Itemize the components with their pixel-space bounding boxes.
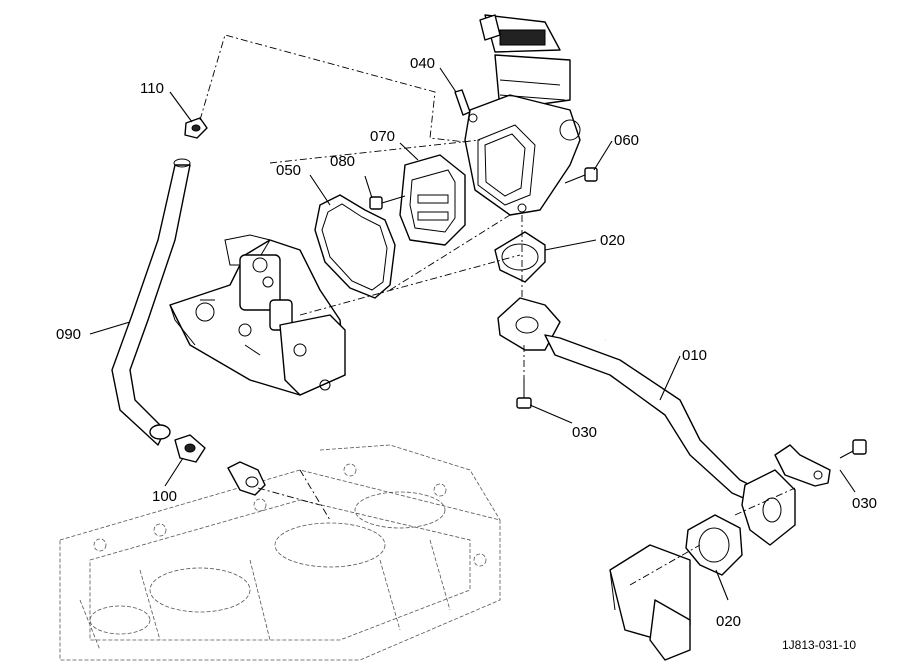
exhaust-manifold [609,544,691,661]
callout-030-center: 030 [572,424,597,441]
callout-100: 100 [152,488,177,505]
callout-060: 060 [614,132,639,149]
egr-pipe-010 [497,297,831,546]
callout-050: 050 [276,162,301,179]
cylinder-head [169,234,346,396]
callout-020-lower: 020 [716,613,741,630]
callout-030-right: 030 [852,495,877,512]
callout-070: 070 [370,128,395,145]
clamp-110 [184,117,208,139]
bolt-030-center [516,378,532,409]
stud-040 [454,89,471,116]
bolt-060 [564,167,598,184]
callout-090: 090 [56,326,81,343]
gasket-020-lower [685,514,743,576]
leader-lines [89,67,856,601]
gasket-020-upper [494,231,546,283]
bolt-030-right [839,439,867,459]
clamp-100 [174,434,206,463]
bolt-080 [369,195,406,210]
adapter-070 [399,154,466,246]
callout-080: 080 [330,153,355,170]
egr-valve [464,14,581,216]
callout-labels: 110 040 070 080 050 060 020 010 030 030 … [56,55,877,652]
callout-020-upper: 020 [600,232,625,249]
gasket-050 [314,194,396,299]
callout-040: 040 [410,55,435,72]
engine-block-outline [59,444,501,661]
assembly-lines [199,34,796,586]
callout-110: 110 [140,80,164,97]
hose-fitting [227,461,266,496]
callout-010: 010 [682,347,707,364]
drawing-reference: 1J813-031-10 [782,638,856,652]
hose-090 [111,158,191,446]
